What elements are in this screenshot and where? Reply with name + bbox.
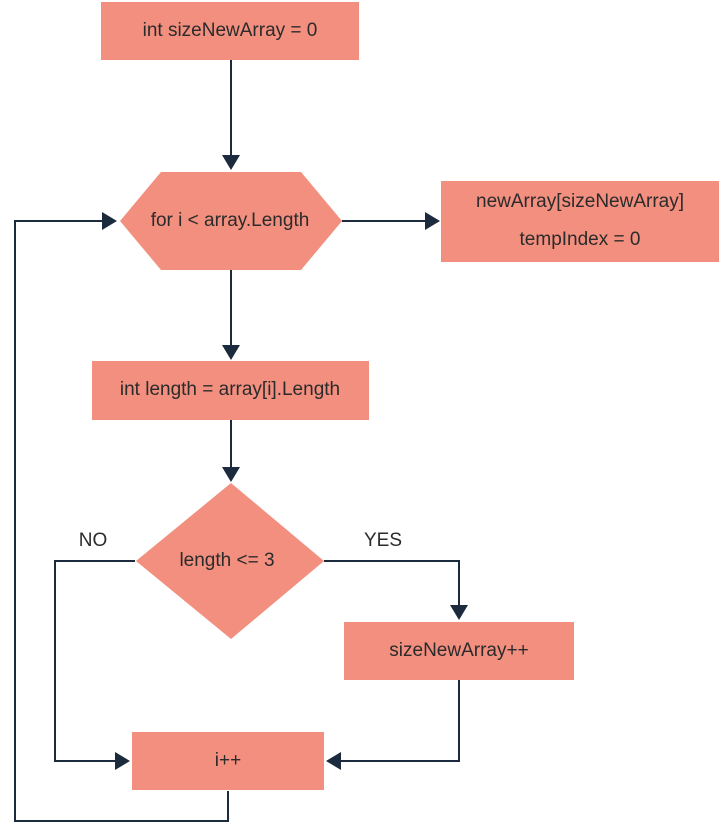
arrowhead-size-to-i: [326, 752, 341, 770]
node-condition: [136, 483, 324, 639]
node-increment-size-label: sizeNewArray++: [389, 640, 528, 661]
arrowhead-loop-back: [102, 212, 117, 230]
node-alloc-label-line1: newArray[sizeNewArray]: [476, 191, 684, 212]
edge-label-no: NO: [79, 530, 108, 551]
node-loop: [120, 172, 342, 270]
edge-loop-back: [14, 220, 229, 822]
arrowhead-loop-to-length: [222, 345, 240, 360]
node-increment-size: [344, 622, 574, 680]
node-increment-i-label: i++: [215, 750, 241, 771]
node-loop-label: for i < array.Length: [151, 210, 310, 231]
node-alloc: [441, 181, 719, 262]
edge-condition-yes: [324, 560, 460, 610]
arrowhead-condition-no: [115, 752, 130, 770]
edge-condition-no: [54, 560, 135, 762]
arrowhead-init-to-loop: [222, 155, 240, 170]
arrowhead-condition-yes: [450, 605, 468, 620]
node-length: [92, 361, 369, 420]
edge-size-to-i: [336, 680, 460, 762]
node-condition-label: length <= 3: [179, 550, 274, 571]
node-init-label: int sizeNewArray = 0: [143, 20, 318, 41]
arrowhead-loop-to-alloc: [425, 212, 440, 230]
node-init: [101, 2, 359, 60]
edge-label-yes: YES: [364, 530, 402, 551]
arrowhead-length-to-condition: [222, 467, 240, 482]
node-length-label: int length = array[i].Length: [120, 379, 340, 400]
node-increment-i: [132, 732, 324, 790]
node-alloc-label-line2: tempIndex = 0: [520, 229, 641, 250]
